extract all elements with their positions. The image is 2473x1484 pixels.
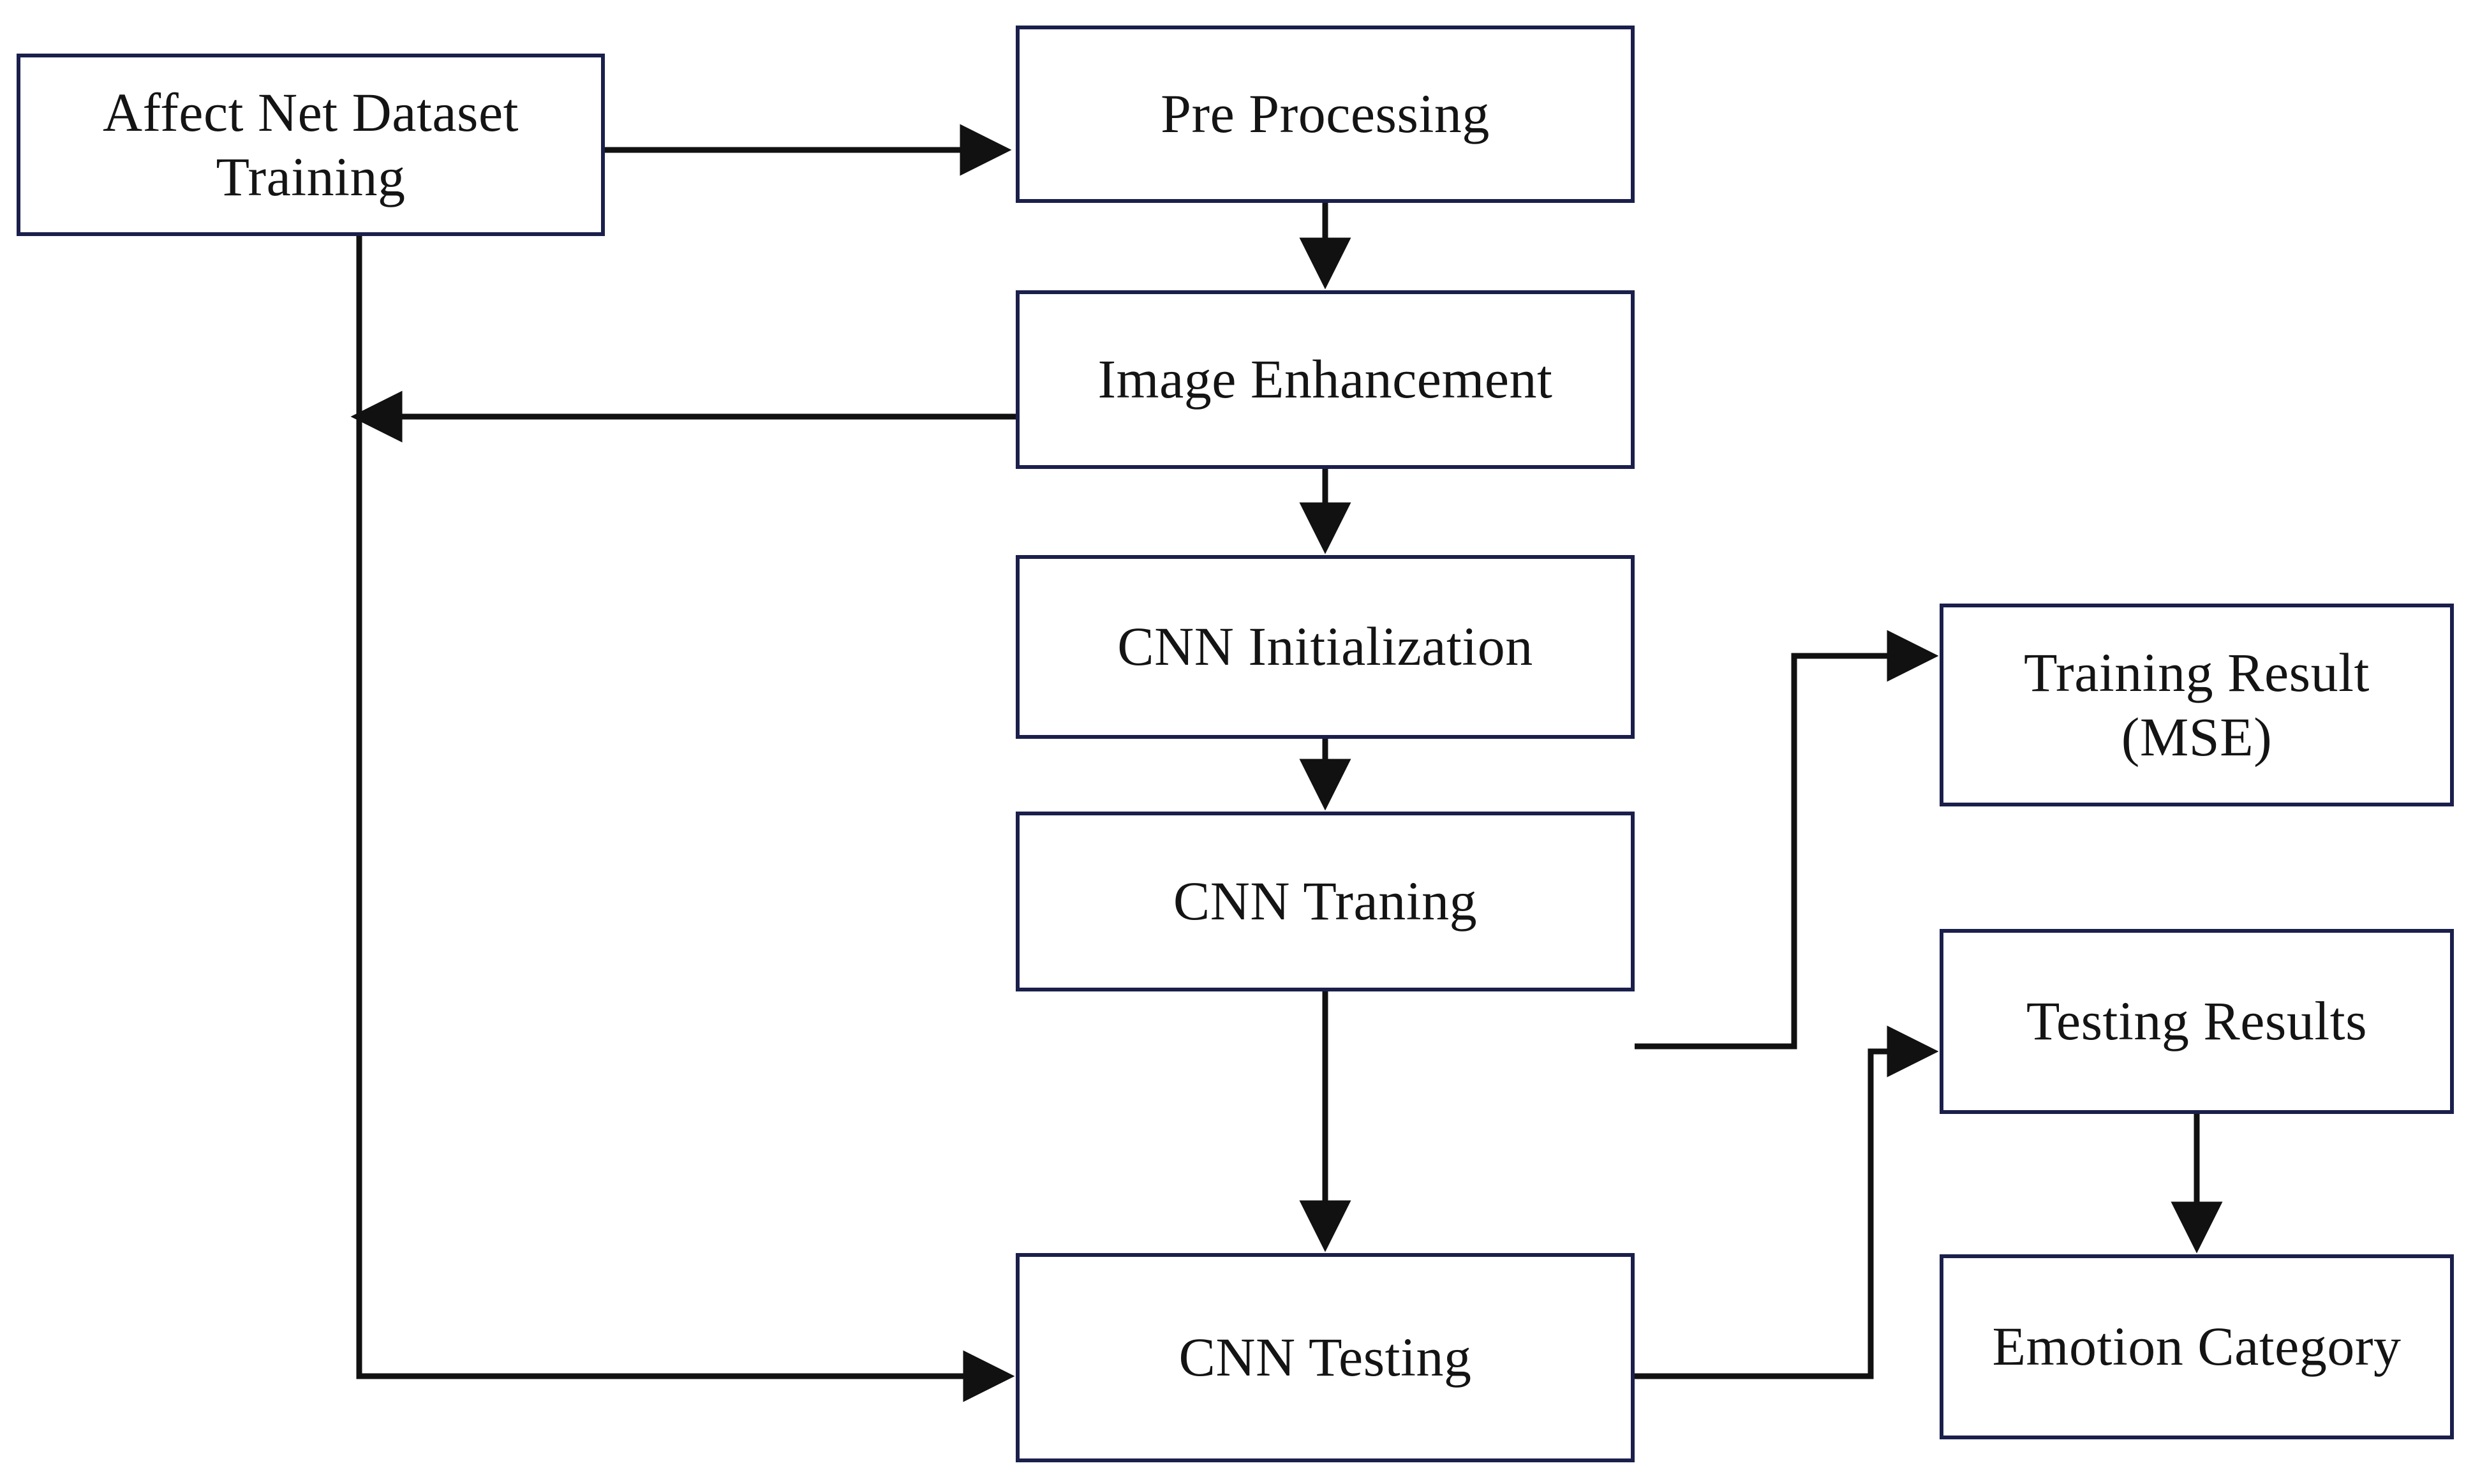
node-label: CNN Traning <box>1173 870 1478 932</box>
node-emotion-category[interactable]: Emotion Category <box>1940 1254 2454 1439</box>
node-cnn-traning[interactable]: CNN Traning <box>1016 812 1635 991</box>
node-label: Image Enhancement <box>1097 348 1553 410</box>
node-image-enhancement[interactable]: Image Enhancement <box>1016 290 1635 469</box>
node-cnn-testing[interactable]: CNN Testing <box>1016 1253 1635 1462</box>
node-testing-results[interactable]: Testing Results <box>1940 929 2454 1114</box>
node-pre-processing[interactable]: Pre Processing <box>1016 26 1635 203</box>
node-label: CNN Testing <box>1178 1326 1472 1388</box>
edge-cnntrain-to-trainresult <box>1635 630 1939 1050</box>
node-label: Training Result(MSE) <box>2024 641 2370 768</box>
edge-cnntest-to-testresult <box>1635 1025 1939 1379</box>
node-label: Emotion Category <box>1992 1316 2402 1377</box>
node-label: Testing Results <box>2026 990 2368 1052</box>
node-cnn-initialization[interactable]: CNN Initialization <box>1016 555 1635 739</box>
node-label: CNN Initialization <box>1117 616 1533 678</box>
node-label: Pre Processing <box>1161 83 1490 145</box>
edge-affectnet-to-cnntest <box>356 236 1015 1402</box>
node-training-result-mse[interactable]: Training Result(MSE) <box>1940 604 2454 806</box>
